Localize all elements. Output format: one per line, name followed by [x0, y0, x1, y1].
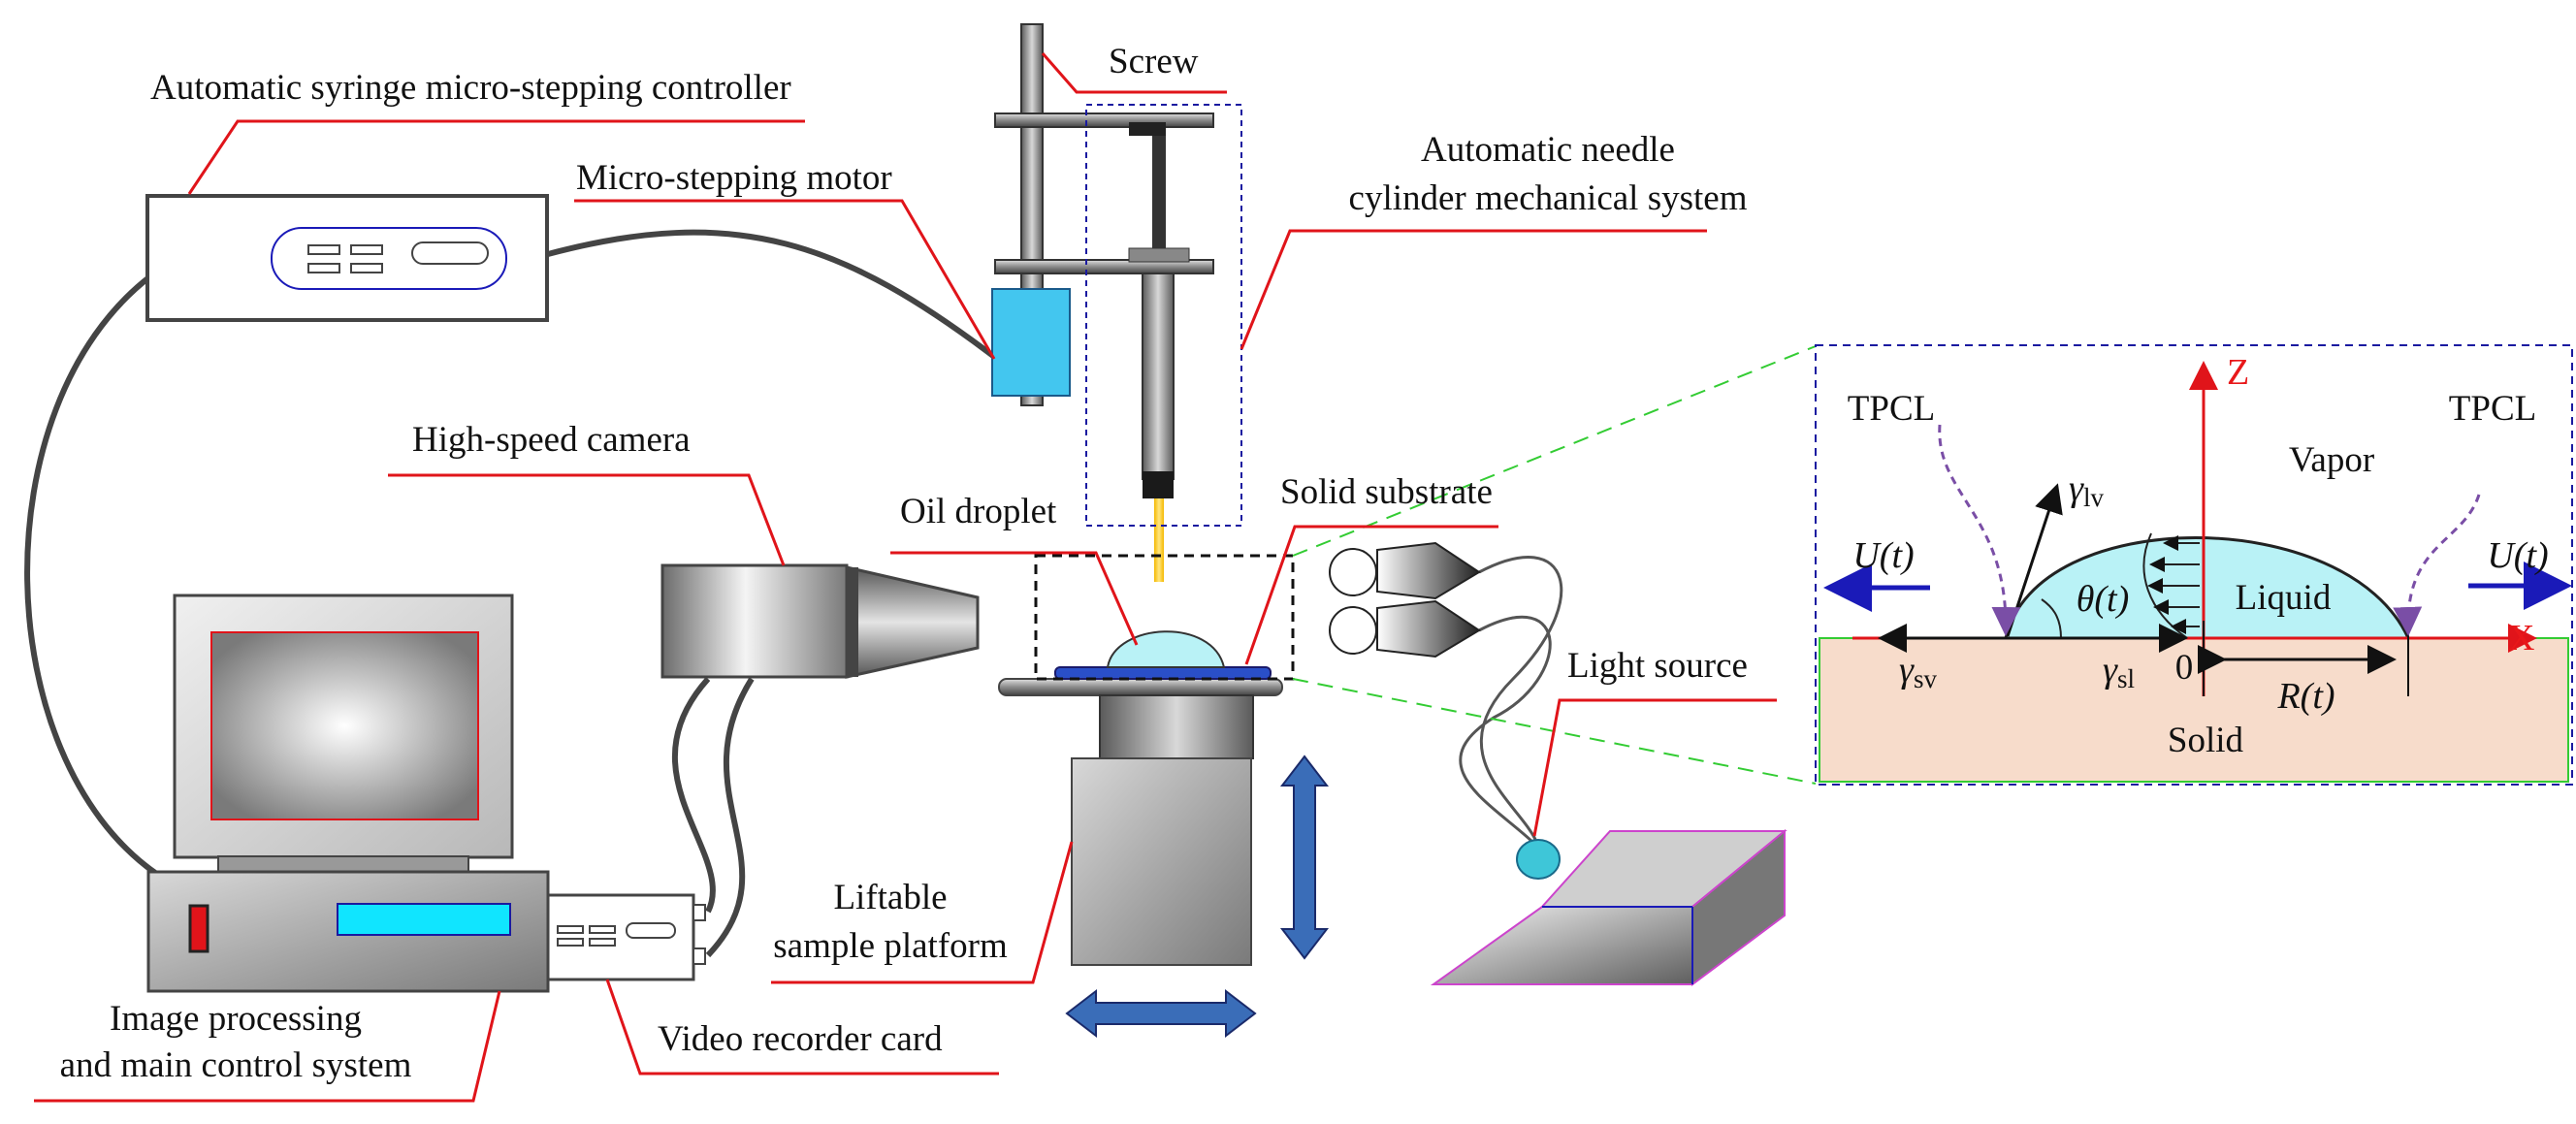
label-platform-line2: sample platform	[773, 926, 1008, 966]
labels: Screw Automatic syringe micro-stepping c…	[60, 42, 1748, 1085]
label-oil-droplet: Oil droplet	[900, 492, 1057, 531]
solid-region	[1819, 637, 2569, 783]
label-platform-line1: Liftable	[833, 878, 947, 917]
x-axis-label: X	[2508, 618, 2534, 658]
radius-label: R(t)	[2276, 676, 2334, 717]
leader-screw	[1041, 52, 1227, 94]
cable-camera-to-card-2	[705, 677, 755, 958]
cable-controller-to-computer	[24, 273, 157, 876]
leader-platform	[771, 841, 1074, 984]
tpcl-right-label: TPCL	[2449, 389, 2536, 429]
label-camera: High-speed camera	[412, 420, 691, 460]
label-motor: Micro-stepping motor	[576, 158, 892, 198]
label-screw: Screw	[1109, 42, 1199, 81]
theta-label: θ(t)	[2077, 579, 2130, 620]
horizontal-move-arrow	[1065, 988, 1257, 1039]
gamma-sv-subscript: sv	[1914, 664, 1938, 693]
inset-schematic: Z X TPCL TPCL Vapor Liquid Solid 0 U(t) …	[1815, 344, 2573, 786]
syringe-controller	[145, 194, 549, 322]
droplet-zoom-frame	[1034, 554, 1295, 681]
gamma-sv-label: γsv	[1899, 650, 1937, 693]
label-image-line2: and main control system	[60, 1045, 412, 1085]
computer	[146, 594, 706, 993]
high-speed-camera	[660, 563, 980, 679]
leader-solid-substrate	[1244, 525, 1498, 665]
oil-droplet-shape	[1106, 630, 1226, 668]
contact-angle-arc	[2041, 598, 2062, 639]
leader-light-source	[1532, 698, 1777, 837]
leader-oil-droplet	[890, 551, 1139, 646]
leader-needle	[1240, 229, 1707, 350]
tpcl-left-label: TPCL	[1848, 389, 1935, 429]
leader-image-processing	[34, 990, 501, 1103]
leader-lines	[34, 52, 1777, 1103]
mechanism-dashed-frame	[1085, 104, 1242, 527]
leader-video-card	[605, 979, 999, 1076]
gamma-sl-label: γsl	[2103, 650, 2135, 693]
liquid-label: Liquid	[2236, 578, 2332, 618]
label-light-source: Light source	[1567, 646, 1748, 686]
light-fiber-cables	[1459, 556, 1563, 845]
sample-platform	[998, 554, 1330, 1039]
solid-label: Solid	[2168, 721, 2244, 760]
gamma-sl-subscript: sl	[2117, 664, 2135, 693]
gamma-lv-symbol: γ	[2069, 468, 2084, 509]
vapor-label: Vapor	[2289, 440, 2374, 480]
leader-camera	[388, 473, 786, 566]
leader-motor	[574, 199, 996, 360]
label-solid-substrate: Solid substrate	[1280, 472, 1493, 512]
gamma-lv-subscript: lv	[2083, 483, 2105, 512]
gamma-sv-symbol: γ	[1899, 650, 1915, 690]
tpcl-left-pointer	[1938, 424, 2021, 636]
tpcl-right-pointer	[2393, 494, 2481, 636]
cables	[24, 229, 999, 958]
origin-label: 0	[2175, 648, 2194, 688]
lamp-heads	[1329, 541, 1481, 658]
micro-stepping-motor	[991, 288, 1071, 397]
label-needle-line1: Automatic needle	[1421, 130, 1675, 170]
light-source	[1329, 541, 1787, 986]
label-needle-line2: cylinder mechanical system	[1349, 178, 1748, 218]
leader-controller	[187, 119, 805, 195]
label-video-card: Video recorder card	[658, 1019, 943, 1059]
u-left-label: U(t)	[1852, 535, 1914, 576]
label-controller: Automatic syringe micro-stepping control…	[150, 68, 791, 108]
gamma-sl-symbol: γ	[2103, 650, 2118, 690]
cable-camera-to-card-1	[672, 676, 716, 914]
z-axis-label: Z	[2227, 352, 2249, 393]
needle-mechanism	[991, 23, 1242, 582]
u-right-label: U(t)	[2487, 535, 2548, 576]
gamma-lv-label: γlv	[2069, 468, 2104, 512]
liquid-region	[2004, 536, 2411, 640]
video-recorder-card	[546, 893, 706, 981]
cable-controller-to-motor	[547, 229, 999, 362]
vertical-lift-arrow	[1279, 755, 1330, 960]
label-image-line1: Image processing	[110, 999, 362, 1039]
